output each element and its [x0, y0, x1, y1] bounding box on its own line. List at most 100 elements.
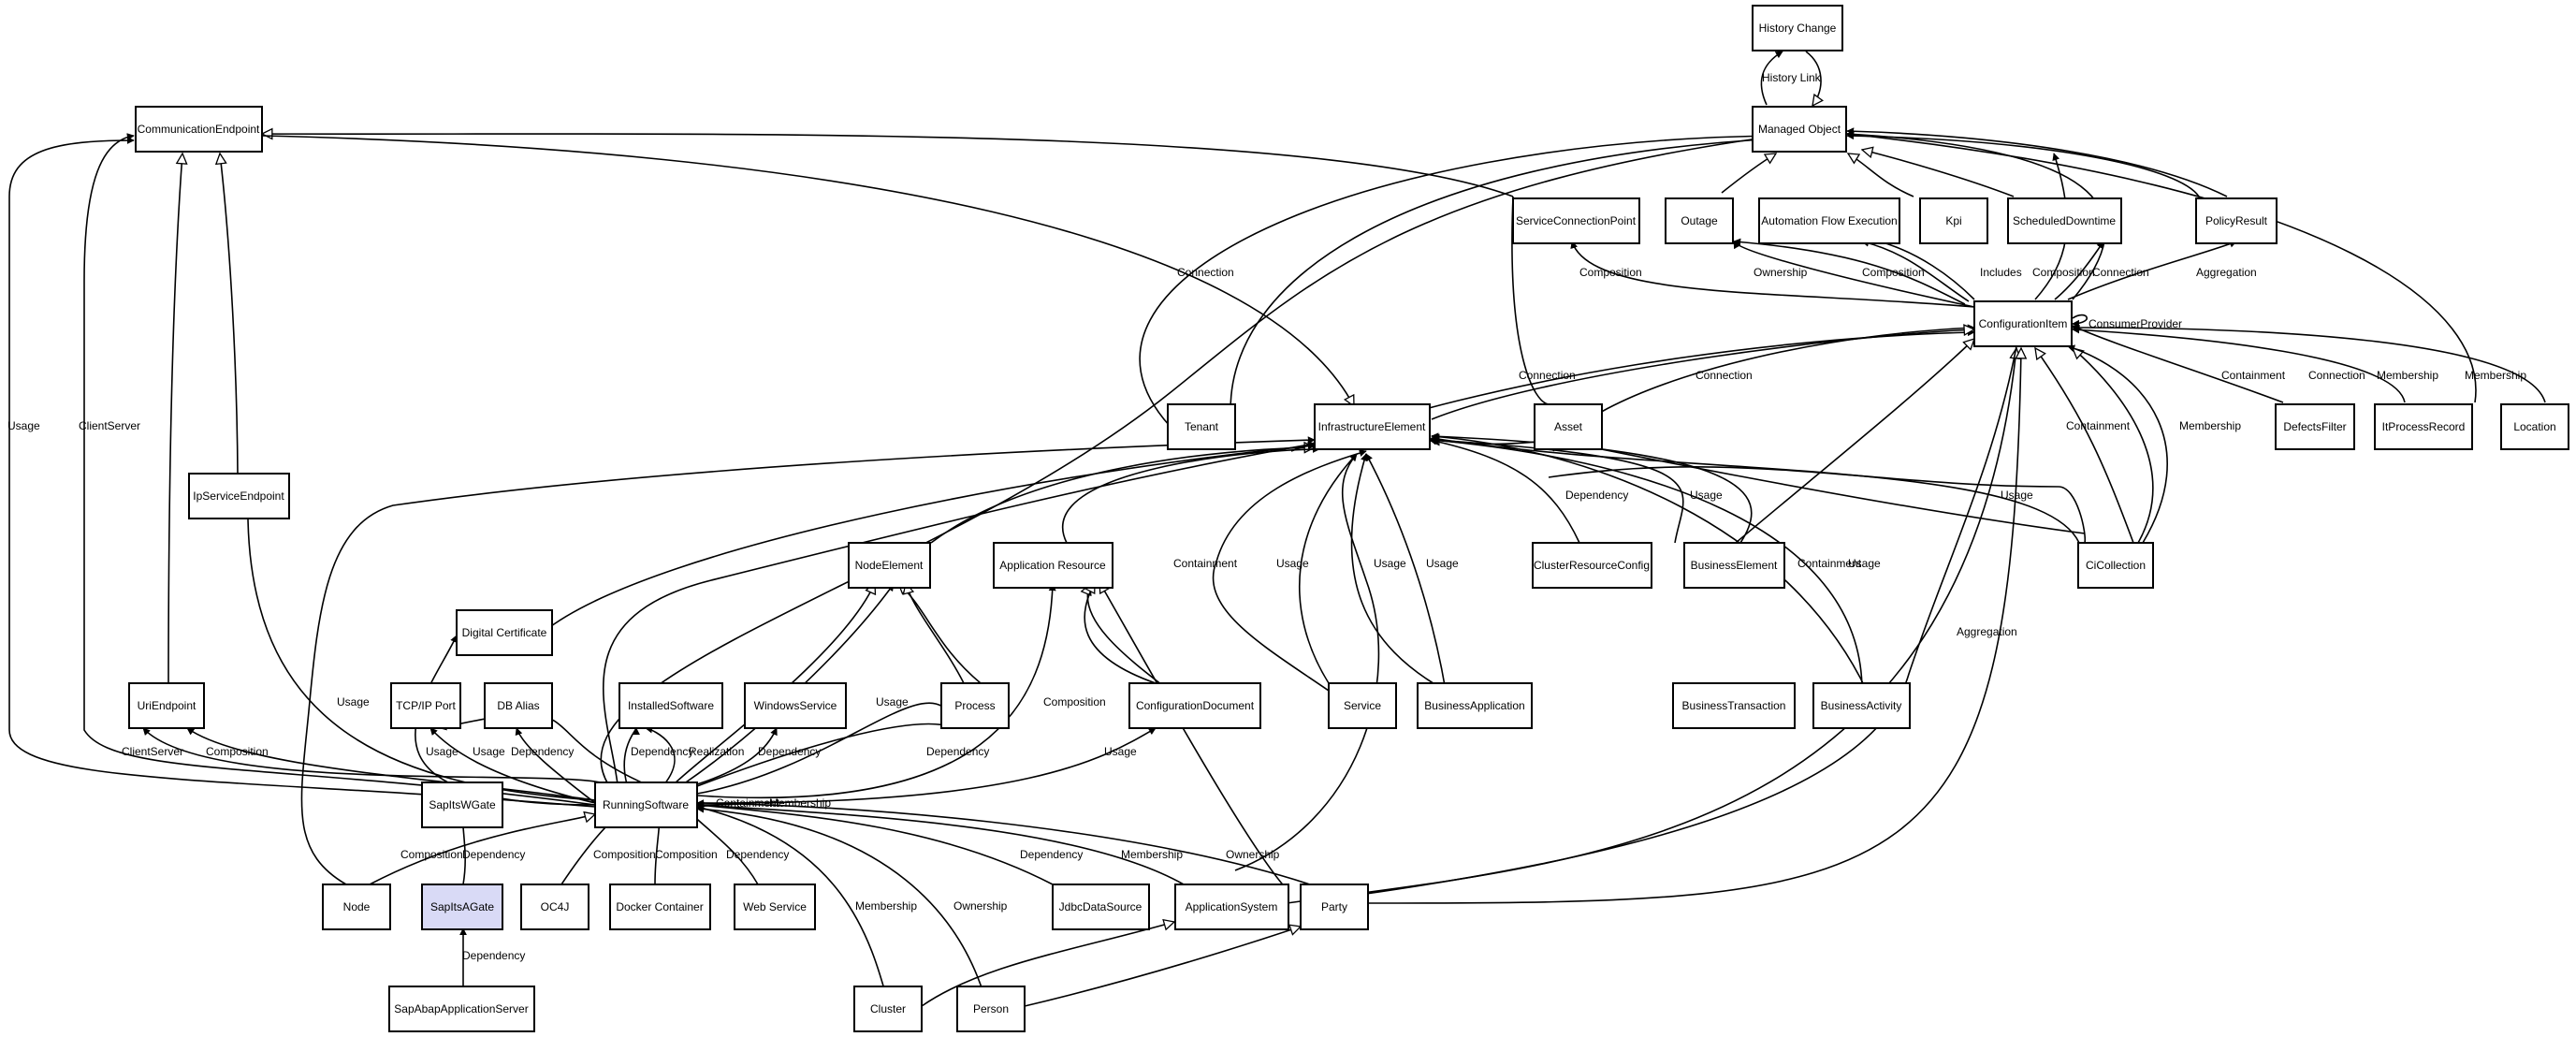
class-node-db-alias[interactable]: DB Alias	[484, 682, 553, 729]
node-label: UriEndpoint	[138, 699, 196, 712]
edge-label: Dependency	[631, 745, 693, 758]
edge-label: Aggregation	[2196, 266, 2257, 279]
class-node-ci-collection[interactable]: CiCollection	[2077, 542, 2154, 589]
class-node-jdbc-data-source[interactable]: JdbcDataSource	[1052, 884, 1150, 930]
node-label: BusinessApplication	[1424, 699, 1524, 712]
edge-label: ConsumerProvider	[2088, 317, 2182, 330]
class-node-service-connection-point[interactable]: ServiceConnectionPoint	[1512, 197, 1640, 244]
class-node-cluster[interactable]: Cluster	[853, 986, 923, 1032]
class-node-location[interactable]: Location	[2500, 403, 2569, 450]
edge-label: ClientServer	[79, 419, 140, 432]
edge-label: Connection	[2092, 266, 2149, 279]
class-node-business-activity[interactable]: BusinessActivity	[1812, 682, 1911, 729]
edge-label: Usage	[1690, 489, 1723, 502]
node-label: InstalledSoftware	[628, 699, 714, 712]
edge-label: Ownership	[1754, 266, 1808, 279]
class-node-configuration-document[interactable]: ConfigurationDocument	[1128, 682, 1261, 729]
class-node-cluster-resource-config[interactable]: ClusterResourceConfig	[1532, 542, 1652, 589]
class-node-kpi[interactable]: Kpi	[1919, 197, 1988, 244]
class-node-node[interactable]: Node	[322, 884, 391, 930]
edge-label: Composition	[206, 745, 269, 758]
node-label: DB Alias	[497, 699, 539, 712]
class-node-asset[interactable]: Asset	[1534, 403, 1603, 450]
class-node-sapits-wgate[interactable]: SapItsWGate	[421, 781, 503, 828]
edge-label: Composition	[2032, 266, 2095, 279]
class-node-windows-service[interactable]: WindowsService	[744, 682, 847, 729]
node-label: Cluster	[870, 1002, 906, 1015]
node-label: Service	[1344, 699, 1381, 712]
edge-label: Ownership	[953, 899, 1008, 913]
class-node-uri-endpoint[interactable]: UriEndpoint	[128, 682, 205, 729]
class-node-outage[interactable]: Outage	[1665, 197, 1734, 244]
class-node-web-service[interactable]: Web Service	[734, 884, 816, 930]
class-node-business-element[interactable]: BusinessElement	[1683, 542, 1785, 589]
class-node-tenant[interactable]: Tenant	[1167, 403, 1236, 450]
class-node-installed-software[interactable]: InstalledSoftware	[619, 682, 723, 729]
node-label: ApplicationSystem	[1186, 900, 1278, 913]
class-node-history-change[interactable]: History Change	[1752, 5, 1843, 51]
edge-label: Aggregation	[1957, 625, 2017, 638]
node-label: CiCollection	[2086, 559, 2146, 572]
class-node-person[interactable]: Person	[956, 986, 1026, 1032]
edge-label: Connection	[1519, 369, 1576, 382]
edge-communicationendpoint	[8, 134, 1514, 808]
class-node-party[interactable]: Party	[1300, 884, 1369, 930]
edge-label: Membership	[2377, 369, 2438, 382]
class-node-policy-result[interactable]: PolicyResult	[2195, 197, 2278, 244]
class-node-running-software[interactable]: RunningSoftware	[594, 781, 698, 828]
node-label: DefectsFilter	[2283, 420, 2346, 433]
class-node-defects-filter[interactable]: DefectsFilter	[2275, 403, 2355, 450]
class-node-itprocess-record[interactable]: ItProcessRecord	[2374, 403, 2473, 450]
node-label: BusinessActivity	[1821, 699, 1902, 712]
edge-label: History Link	[1762, 71, 1822, 84]
node-label: SapItsAGate	[430, 900, 494, 913]
edge-label: Dependency	[462, 848, 525, 861]
edge-generalization-managed-object	[1721, 132, 2200, 197]
class-node-tcpip-port[interactable]: TCP/IP Port	[390, 682, 461, 729]
class-node-docker-container[interactable]: Docker Container	[609, 884, 711, 930]
node-label: NodeElement	[855, 559, 924, 572]
node-label: PolicyResult	[2205, 214, 2268, 227]
edge-label: Dependency	[758, 745, 821, 758]
node-label: JdbcDataSource	[1059, 900, 1142, 913]
class-node-business-transaction[interactable]: BusinessTransaction	[1672, 682, 1796, 729]
edge-label: Composition	[593, 848, 656, 861]
node-label: Kpi	[1945, 214, 1961, 227]
node-label: IpServiceEndpoint	[193, 489, 284, 503]
class-node-sap-abap-application-server[interactable]: SapAbapApplicationServer	[388, 986, 535, 1032]
class-node-process[interactable]: Process	[940, 682, 1010, 729]
class-node-communication-endpoint[interactable]: CommunicationEndpoint	[135, 106, 263, 153]
node-label: ConfigurationItem	[1979, 317, 2068, 330]
node-label: BusinessElement	[1691, 559, 1778, 572]
node-label: ServiceConnectionPoint	[1516, 214, 1637, 227]
class-node-node-element[interactable]: NodeElement	[848, 542, 931, 589]
class-node-sapits-agate[interactable]: SapItsAGate	[421, 884, 503, 930]
edge-label: Usage	[426, 745, 458, 758]
class-node-digital-certificate[interactable]: Digital Certificate	[456, 609, 553, 656]
class-node-configuration-item[interactable]: ConfigurationItem	[1973, 300, 2073, 347]
class-node-business-application[interactable]: BusinessApplication	[1417, 682, 1533, 729]
class-node-infrastructure-element[interactable]: InfrastructureElement	[1314, 403, 1431, 450]
edge-label: Containment	[1797, 557, 1862, 570]
edge-label: Dependency	[1565, 489, 1628, 502]
class-node-oc4j[interactable]: OC4J	[520, 884, 589, 930]
edge-label: Composition	[400, 848, 463, 861]
class-node-application-resource[interactable]: Application Resource	[993, 542, 1113, 589]
node-label: InfrastructureElement	[1318, 420, 1426, 433]
edge-label: Usage	[7, 419, 40, 432]
node-label: ScheduledDowntime	[2013, 214, 2116, 227]
edge-label: Ownership	[1226, 848, 1280, 861]
class-node-service[interactable]: Service	[1328, 682, 1397, 729]
class-node-managed-object[interactable]: Managed Object	[1752, 106, 1847, 153]
edge-label: Usage	[473, 745, 505, 758]
node-label: Person	[973, 1002, 1009, 1015]
class-node-application-system[interactable]: ApplicationSystem	[1174, 884, 1289, 930]
class-node-scheduled-downtime[interactable]: ScheduledDowntime	[2007, 197, 2122, 244]
edge-label: Usage	[2001, 489, 2033, 502]
class-node-automation-flow-execution[interactable]: Automation Flow Execution	[1758, 197, 1900, 244]
node-label: Automation Flow Execution	[1761, 214, 1897, 227]
class-node-ip-service-endpoint[interactable]: IpServiceEndpoint	[188, 473, 290, 519]
edge-label: Membership	[1121, 848, 1183, 861]
edge-label: Usage	[1374, 557, 1406, 570]
